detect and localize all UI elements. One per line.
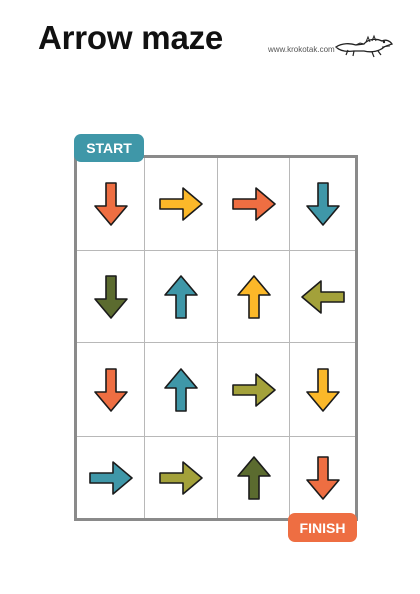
maze-cell: [145, 343, 218, 437]
arrow-down-icon: [87, 180, 135, 228]
arrow-right-icon: [87, 454, 135, 502]
page-title: Arrow maze: [38, 19, 224, 56]
arrow-left-icon: [299, 273, 347, 321]
maze-cell: [290, 343, 355, 437]
arrow-right-icon: [230, 180, 278, 228]
arrow-up-icon: [157, 273, 205, 321]
arrow-right-icon: [230, 366, 278, 414]
maze-cell: [77, 343, 145, 437]
maze-grid: [74, 155, 358, 521]
arrow-down-icon: [87, 366, 135, 414]
arrow-up-icon: [157, 366, 205, 414]
maze-cell: [218, 343, 290, 437]
start-label: START: [74, 134, 144, 162]
arrow-down-icon: [299, 180, 347, 228]
maze-cell: [218, 158, 290, 251]
maze-cell: [290, 251, 355, 343]
maze-cell: [218, 251, 290, 343]
arrow-down-icon: [299, 454, 347, 502]
arrow-right-icon: [157, 454, 205, 502]
maze-cell: [145, 437, 218, 518]
site-url: www.krokotak.com: [268, 45, 335, 54]
arrow-down-icon: [299, 366, 347, 414]
arrow-up-icon: [230, 454, 278, 502]
finish-label: FINISH: [288, 513, 357, 542]
maze-cell: [145, 158, 218, 251]
maze-cell: [290, 158, 355, 251]
arrow-up-icon: [230, 273, 278, 321]
maze-cell: [218, 437, 290, 518]
maze-cell: [290, 437, 355, 518]
crocodile-logo-icon: [334, 30, 394, 60]
arrow-down-icon: [87, 273, 135, 321]
maze-cell: [77, 158, 145, 251]
arrow-right-icon: [157, 180, 205, 228]
maze-cell: [77, 251, 145, 343]
maze-cell: [145, 251, 218, 343]
maze-cell: [77, 437, 145, 518]
